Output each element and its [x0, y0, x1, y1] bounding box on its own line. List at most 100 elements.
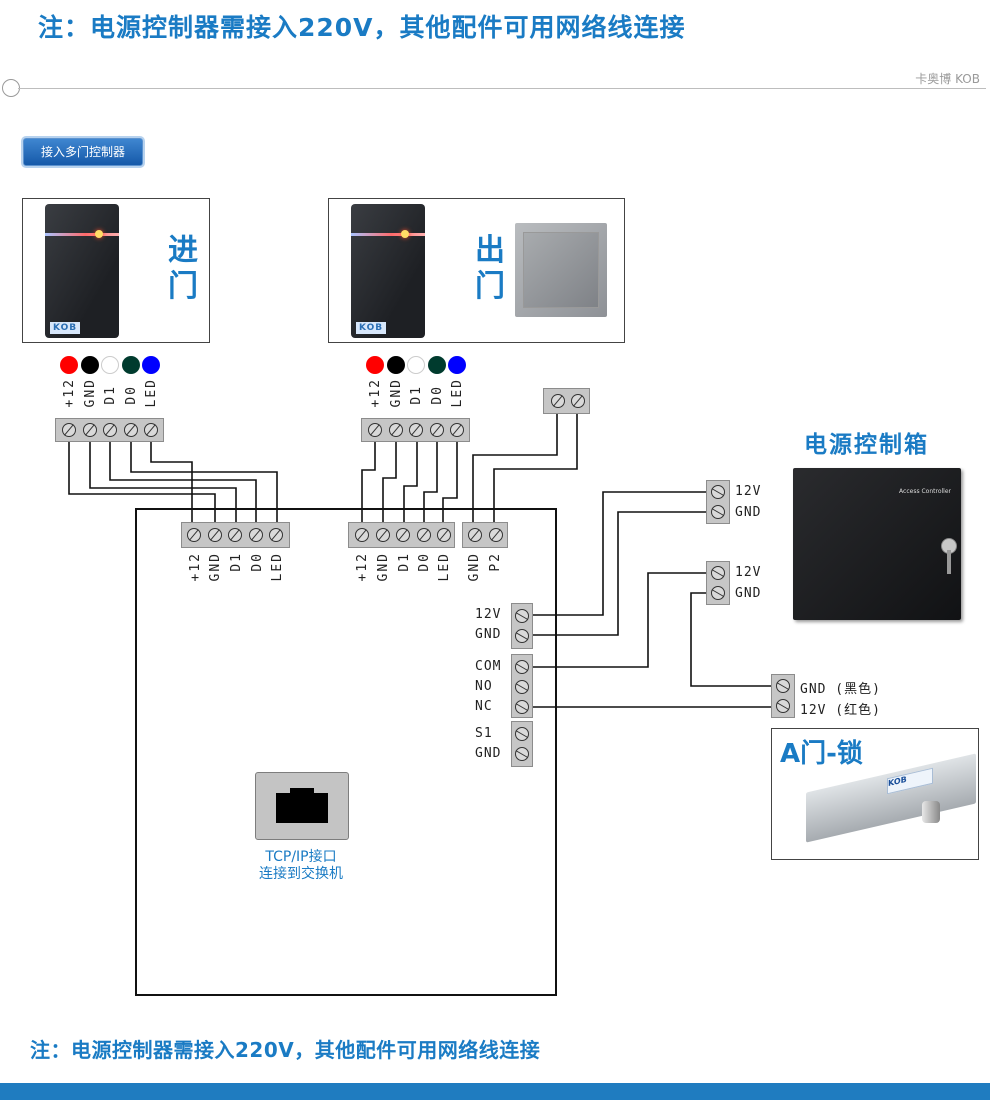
power-supply-title: 电源控制箱	[804, 432, 929, 458]
screw-icon	[468, 528, 482, 542]
wire-exit-p2	[493, 412, 578, 522]
pin-label: GND	[735, 505, 762, 520]
wire-color-blue	[448, 356, 466, 374]
screw-icon	[187, 528, 201, 542]
screw-icon	[711, 586, 725, 600]
reader-out-terminal-block	[361, 418, 470, 442]
note-bottom: 注：电源控制器需接入220V，其他配件可用网络线连接	[30, 1038, 541, 1062]
card-reader-image: KOB	[351, 204, 425, 338]
screw-icon	[103, 423, 117, 437]
screw-icon	[776, 699, 790, 713]
psu-terminal-a	[706, 480, 730, 524]
pin-label: 12V	[735, 565, 762, 580]
wire-color-white	[101, 356, 119, 374]
screw-icon	[409, 423, 423, 437]
pin-label: LED	[144, 378, 159, 408]
pin-label: GND	[376, 552, 391, 582]
screw-icon	[249, 528, 263, 542]
wire-out-d1	[403, 438, 418, 522]
psu-terminal-b	[706, 561, 730, 605]
pin-label: LED	[437, 552, 452, 582]
pin-label: COM	[475, 659, 502, 674]
pin-label: GND	[475, 627, 502, 642]
multi-door-controller-button[interactable]: 接入多门控制器	[23, 138, 143, 166]
pin-label: S1	[475, 726, 493, 741]
led-icon	[401, 230, 409, 238]
pin-label: 12V	[735, 484, 762, 499]
wire-color-red	[60, 356, 78, 374]
screw-icon	[450, 423, 464, 437]
wire-lock-gnd	[690, 592, 772, 687]
pin-label: +12	[62, 378, 77, 408]
wire-out-gnd	[382, 438, 397, 522]
screw-icon	[515, 660, 529, 674]
pin-label: GND	[735, 586, 762, 601]
reader-in-title-1: 进	[168, 233, 198, 268]
pin-label: D1	[409, 385, 424, 405]
screw-icon	[430, 423, 444, 437]
screw-icon	[62, 423, 76, 437]
screw-icon	[83, 423, 97, 437]
controller-relay-terminal-block	[511, 654, 533, 718]
wire-color-green	[122, 356, 140, 374]
pin-label: D1	[103, 385, 118, 405]
reader-out-title-2: 门	[475, 269, 505, 304]
screw-icon	[417, 528, 431, 542]
power-supply-label: Access Controller	[899, 488, 951, 495]
pin-label: GND	[208, 552, 223, 582]
controller-out-terminal-block	[348, 522, 455, 548]
footer-bar	[0, 1083, 990, 1100]
rj45-port-icon	[255, 772, 349, 840]
controller-power-terminal-block	[511, 603, 533, 649]
pin-label: D0	[250, 552, 265, 572]
pin-label: 12V (红色)	[800, 703, 881, 718]
wire-color-green	[428, 356, 446, 374]
screw-icon	[515, 727, 529, 741]
pin-label: LED	[450, 378, 465, 408]
wire-in-d0	[130, 438, 278, 522]
wire-color-white	[407, 356, 425, 374]
reader-in-title-2: 门	[168, 269, 198, 304]
wire-out-12	[361, 438, 376, 522]
brand-label: 卡奥博 KOB	[915, 72, 980, 86]
pin-label: NC	[475, 699, 493, 714]
pin-label: NO	[475, 679, 493, 694]
wire-color-black	[387, 356, 405, 374]
wire-color-red	[366, 356, 384, 374]
pin-label: D0	[417, 552, 432, 572]
pin-label: D0	[430, 385, 445, 405]
reader-in-card: KOB 进 门	[22, 198, 210, 343]
door-controller-board	[135, 508, 557, 996]
reader-out-title-1: 出	[475, 233, 505, 268]
lock-title: A门-锁	[780, 739, 863, 769]
wire-exit-gnd	[472, 412, 558, 522]
reader-in-terminal-block	[55, 418, 164, 442]
pin-label: GND	[467, 552, 482, 582]
wire-color-blue	[142, 356, 160, 374]
pin-label: GND	[475, 746, 502, 761]
screw-icon	[515, 609, 529, 623]
wire-color-black	[81, 356, 99, 374]
pin-label: D1	[229, 552, 244, 572]
screw-icon	[376, 528, 390, 542]
led-icon	[95, 230, 103, 238]
wire-in-gnd	[89, 438, 237, 522]
divider-line	[18, 88, 986, 89]
screw-icon	[269, 528, 283, 542]
screw-icon	[228, 528, 242, 542]
wire-out-led	[442, 438, 458, 522]
screw-icon	[144, 423, 158, 437]
screw-icon	[208, 528, 222, 542]
wire-in-d1	[109, 438, 257, 522]
pin-label: D0	[124, 385, 139, 405]
reader-logo: KOB	[50, 322, 81, 334]
pin-label: +12	[368, 378, 383, 408]
pin-label: +12	[355, 552, 370, 582]
wire-com	[530, 572, 707, 668]
wire-in-led	[150, 438, 193, 522]
screw-icon	[711, 485, 725, 499]
screw-icon	[515, 700, 529, 714]
screw-icon	[515, 680, 529, 694]
controller-in-terminal-block	[181, 522, 290, 548]
card-reader-image: KOB	[45, 204, 119, 338]
